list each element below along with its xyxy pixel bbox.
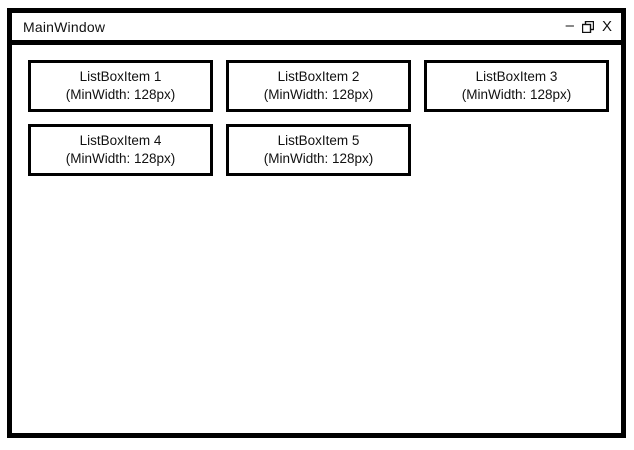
restore-button[interactable] [581,20,594,33]
listbox-item-sublabel: (MinWidth: 128px) [263,87,374,102]
restore-icon [581,20,594,33]
window-controls: – X [566,18,612,35]
listbox-item-2[interactable]: ListBoxItem 2 (MinWidth: 128px) [226,60,411,112]
listbox-item-label: ListBoxItem 5 [277,133,360,148]
close-button[interactable]: X [601,18,612,35]
listbox-item-sublabel: (MinWidth: 128px) [65,87,176,102]
listbox-item-label: ListBoxItem 2 [277,69,360,84]
listbox: ListBoxItem 1 (MinWidth: 128px) ListBoxI… [12,45,621,176]
listbox-item-4[interactable]: ListBoxItem 4 (MinWidth: 128px) [28,124,213,176]
listbox-item-label: ListBoxItem 4 [79,133,162,148]
listbox-item-sublabel: (MinWidth: 128px) [461,87,572,102]
listbox-item-sublabel: (MinWidth: 128px) [65,151,176,166]
minimize-button[interactable]: – [565,17,574,34]
listbox-item-label: ListBoxItem 3 [475,69,558,84]
listbox-item-label: ListBoxItem 1 [79,69,162,84]
title-bar[interactable]: MainWindow – X [12,13,621,45]
listbox-item-3[interactable]: ListBoxItem 3 (MinWidth: 128px) [424,60,609,112]
listbox-item-sublabel: (MinWidth: 128px) [263,151,374,166]
listbox-item-5[interactable]: ListBoxItem 5 (MinWidth: 128px) [226,124,411,176]
window-title: MainWindow [23,18,106,35]
listbox-item-1[interactable]: ListBoxItem 1 (MinWidth: 128px) [28,60,213,112]
main-window: MainWindow – X ListBoxItem 1 (MinWidth: [7,8,626,438]
